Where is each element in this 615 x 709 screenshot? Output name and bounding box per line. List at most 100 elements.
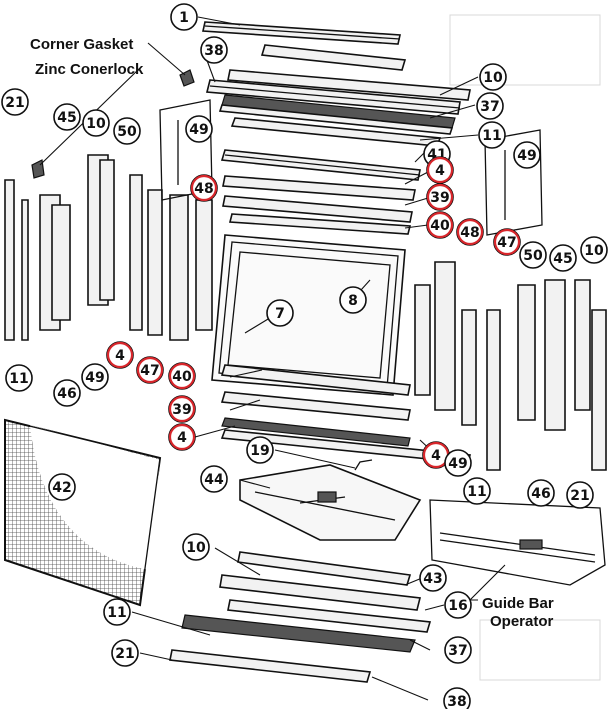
callout-circle bbox=[200, 465, 228, 493]
callout-number: 21 bbox=[5, 95, 24, 111]
callout-circle bbox=[170, 3, 198, 31]
part-38-top-bar bbox=[205, 79, 461, 115]
callout-number: 11 bbox=[9, 371, 28, 387]
callout-number: 4 bbox=[115, 348, 125, 364]
callout-c39-upper-right: 39 bbox=[426, 183, 454, 211]
callout-circle bbox=[549, 244, 577, 272]
callout-number: 48 bbox=[460, 225, 479, 241]
callout-number: 10 bbox=[86, 116, 106, 132]
callout-circle bbox=[339, 286, 367, 314]
callout-highlight-ring bbox=[168, 423, 196, 451]
part-upper-strips bbox=[222, 175, 416, 235]
callout-c10-left: 10 bbox=[82, 109, 110, 137]
callout-c11-right: 11 bbox=[463, 477, 491, 505]
left-jamb-parts bbox=[4, 154, 213, 341]
callout-c11-top: 11 bbox=[478, 121, 506, 149]
callout-c7: 7 bbox=[266, 299, 294, 327]
label-operator: Operator bbox=[490, 613, 554, 630]
part-10-top-rail bbox=[227, 69, 471, 101]
callout-c1: 1 bbox=[170, 3, 198, 31]
callout-c45-right: 45 bbox=[549, 244, 577, 272]
callout-number: 11 bbox=[107, 605, 126, 621]
callout-number: 39 bbox=[430, 190, 449, 206]
callout-highlight-ring bbox=[426, 211, 454, 239]
callout-circle bbox=[444, 591, 472, 619]
callout-c43: 43 bbox=[419, 564, 447, 592]
part-1-top-channel bbox=[202, 21, 401, 45]
callout-circle bbox=[463, 477, 491, 505]
callout-number: 11 bbox=[467, 484, 486, 500]
part-42-screen bbox=[4, 418, 162, 607]
part-49-right-bracket bbox=[484, 129, 543, 236]
callout-c50-right: 50 bbox=[519, 241, 547, 269]
callout-number: 10 bbox=[584, 243, 604, 259]
callout-c48-right: 48 bbox=[456, 218, 484, 246]
callout-circle bbox=[419, 564, 447, 592]
callout-number: 43 bbox=[423, 571, 442, 587]
callout-number: 19 bbox=[250, 443, 269, 459]
callout-number: 50 bbox=[523, 248, 543, 264]
callout-number: 49 bbox=[448, 456, 467, 472]
callout-c44: 44 bbox=[200, 465, 228, 493]
callout-circle bbox=[5, 364, 33, 392]
callout-circle bbox=[513, 141, 541, 169]
callout-c40-upper-right: 40 bbox=[426, 211, 454, 239]
callout-number: 42 bbox=[52, 480, 71, 496]
label-corner-gasket: Corner Gasket bbox=[30, 36, 133, 53]
callout-c47-right: 47 bbox=[493, 228, 521, 256]
callout-number: 4 bbox=[177, 430, 187, 446]
callout-circle bbox=[53, 379, 81, 407]
callout-c10-bottom: 10 bbox=[182, 533, 210, 561]
callout-number: 11 bbox=[482, 128, 501, 144]
callout-number: 21 bbox=[570, 488, 589, 504]
callout-c16: 16 bbox=[444, 591, 472, 619]
callout-number: 46 bbox=[531, 486, 550, 502]
callout-circle bbox=[478, 121, 506, 149]
callout-c49-top-left: 49 bbox=[185, 115, 213, 143]
callout-highlight-ring bbox=[493, 228, 521, 256]
callout-number: 49 bbox=[85, 370, 104, 386]
callout-c21-bottom: 21 bbox=[111, 639, 139, 667]
callout-c10-far-right: 10 bbox=[580, 236, 608, 264]
part-37-top-rail bbox=[218, 94, 456, 135]
callout-circle bbox=[444, 636, 472, 664]
callout-circle bbox=[53, 103, 81, 131]
callout-number: 38 bbox=[447, 694, 466, 709]
callout-circle bbox=[185, 115, 213, 143]
callout-number: 49 bbox=[189, 122, 208, 138]
callout-number: 10 bbox=[483, 70, 503, 86]
callout-number: 37 bbox=[480, 99, 499, 115]
callout-number: 49 bbox=[517, 148, 536, 164]
callout-number: 48 bbox=[194, 181, 213, 197]
callout-circle bbox=[182, 533, 210, 561]
callout-number: 45 bbox=[553, 251, 572, 267]
callout-c38-top: 38 bbox=[200, 36, 228, 64]
callout-c48-left: 48 bbox=[190, 174, 218, 202]
callout-number: 10 bbox=[186, 540, 206, 556]
callout-number: 44 bbox=[204, 472, 224, 488]
callout-c37-bottom: 37 bbox=[444, 636, 472, 664]
callout-highlight-ring bbox=[190, 174, 218, 202]
callout-c4-left: 4 bbox=[106, 341, 134, 369]
label-guide-bar: Guide Bar bbox=[482, 595, 554, 612]
callout-highlight-ring bbox=[168, 362, 196, 390]
callout-c21-left: 21 bbox=[1, 88, 29, 116]
callout-c11-bottom: 11 bbox=[103, 598, 131, 626]
callout-number: 4 bbox=[431, 448, 441, 464]
callout-highlight-ring bbox=[426, 156, 454, 184]
callout-c50-left: 50 bbox=[113, 117, 141, 145]
callout-circle bbox=[266, 299, 294, 327]
callout-circle bbox=[200, 36, 228, 64]
callout-number: 38 bbox=[204, 43, 223, 59]
callout-circle bbox=[444, 449, 472, 477]
callout-number: 46 bbox=[57, 386, 76, 402]
callout-number: 8 bbox=[348, 293, 358, 309]
callout-c47-left: 47 bbox=[136, 356, 164, 384]
callout-circle bbox=[246, 436, 274, 464]
callout-c39-left: 39 bbox=[168, 395, 196, 423]
callout-circle bbox=[479, 63, 507, 91]
callout-highlight-ring bbox=[168, 395, 196, 423]
callout-circle bbox=[580, 236, 608, 264]
callout-c11-left: 11 bbox=[5, 364, 33, 392]
